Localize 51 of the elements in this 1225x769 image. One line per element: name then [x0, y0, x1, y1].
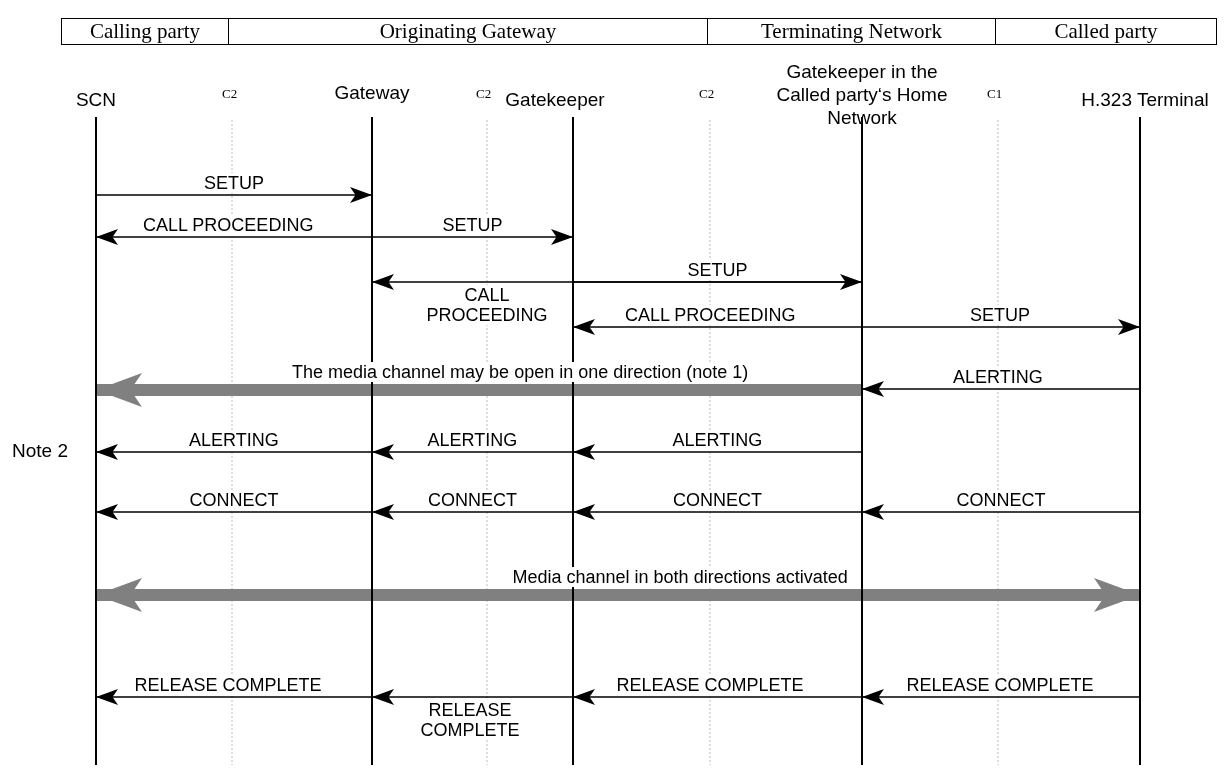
participant-name: SCN: [75, 89, 117, 110]
message-arrow: [95, 504, 373, 520]
message-arrow: [572, 319, 863, 335]
message-label: ALERTING: [951, 367, 1045, 387]
message-label: RELEASE COMPLETE: [132, 675, 324, 695]
message-arrow: [95, 444, 373, 460]
media-channel-arrow: [96, 578, 1140, 612]
message-label: ALERTING: [187, 430, 281, 450]
message-label: CONNECT: [671, 490, 764, 510]
message-label: The media channel may be open in one direction (note 1): [290, 362, 751, 382]
participant-name: Gatekeeper: [505, 89, 605, 110]
message-arrow: [572, 444, 863, 460]
channel-type-label: C1: [987, 86, 1003, 102]
channel-type-label: C2: [476, 86, 492, 102]
band-heading-cell: Called party: [995, 18, 1217, 45]
channel-type-label: C2: [222, 86, 238, 102]
message-label: CALL PROCEEDING: [623, 305, 798, 325]
channel-type-label: C2: [699, 86, 715, 102]
message-arrow: [95, 187, 373, 203]
message-label: Media channel in both directions activated: [510, 567, 850, 587]
participant-name: Gateway: [334, 82, 410, 103]
participant-name: Gatekeeper in the Called party‘s Home Network: [776, 61, 948, 128]
message-arrow: [861, 381, 1141, 397]
message-arrow: [572, 504, 863, 520]
message-label: CONNECT: [187, 490, 281, 510]
message-label: CONNECT: [954, 490, 1048, 510]
band-heading-cell: Originating Gateway: [228, 18, 708, 45]
message-arrow: [572, 274, 863, 290]
message-arrow: [371, 444, 574, 460]
note-label: Note 2: [12, 440, 68, 462]
message-label: CONNECT: [426, 490, 519, 510]
message-arrow: [95, 689, 373, 705]
message-arrow: [95, 229, 373, 245]
message-arrow: [861, 319, 1141, 335]
message-arrow: [861, 689, 1141, 705]
media-channel-arrow: [96, 373, 862, 407]
participant-name: H.323 Terminal: [1081, 89, 1209, 110]
message-arrow: [371, 689, 574, 705]
message-label: SETUP: [202, 173, 266, 193]
message-arrow: [371, 229, 574, 245]
message-arrow: [861, 504, 1141, 520]
message-label: RELEASE COMPLETE: [904, 675, 1096, 695]
message-label: SETUP: [685, 260, 750, 280]
message-label: SETUP: [440, 215, 505, 235]
message-label: RELEASE COMPLETE: [614, 675, 806, 695]
message-label: CALL PROCEEDING: [141, 215, 316, 235]
band-heading-cell: Calling party: [61, 18, 229, 45]
message-label: SETUP: [968, 305, 1032, 325]
message-arrow: [371, 504, 574, 520]
message-arrow: [572, 689, 863, 705]
band-heading-cell: Terminating Network: [707, 18, 996, 45]
